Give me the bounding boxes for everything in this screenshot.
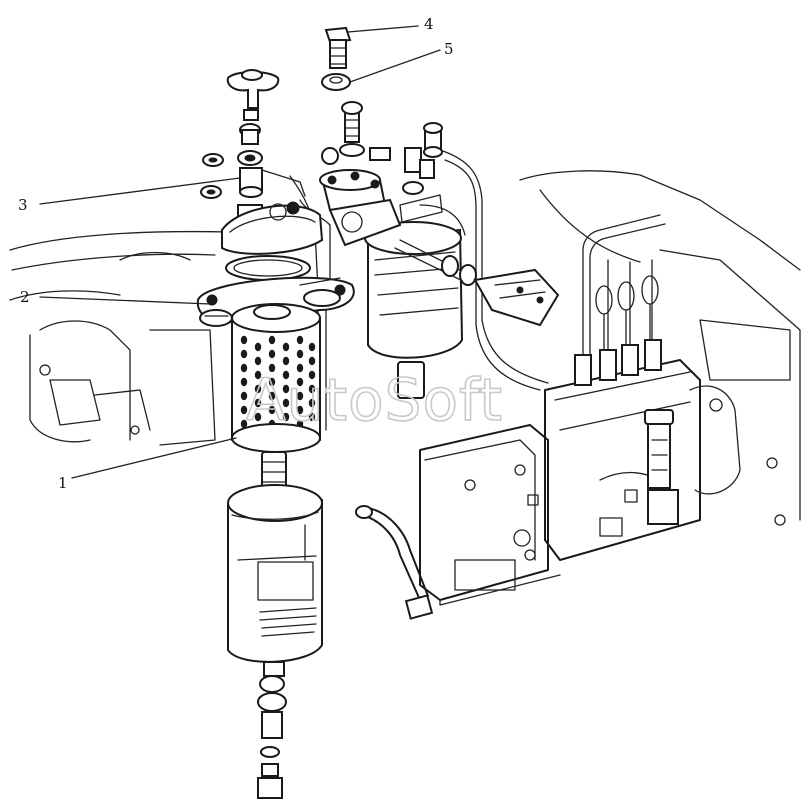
perforation-hole (308, 356, 316, 366)
filter-element-part-1 (231, 303, 321, 453)
filter-perforations (240, 335, 316, 429)
watermark-text: AutoSoft (246, 366, 503, 434)
perforation-hole (240, 405, 248, 415)
perforation-hole (268, 405, 276, 415)
perforation-hole (282, 370, 290, 380)
perforation-hole (240, 391, 248, 401)
perforation-hole (296, 349, 304, 359)
perforation-hole (296, 363, 304, 373)
perforation-hole (254, 342, 262, 352)
perforation-hole (308, 370, 316, 380)
perforation-hole (268, 377, 276, 387)
perforation-hole (254, 398, 262, 408)
perforation-hole (296, 335, 304, 345)
bolt-part-4 (324, 26, 352, 69)
perforation-hole (268, 349, 276, 359)
perforation-hole (296, 377, 304, 387)
perforation-hole (282, 412, 290, 422)
fuel-return-pipe (355, 505, 434, 620)
perforation-hole (268, 335, 276, 345)
perforation-hole (308, 398, 316, 408)
perforation-hole (308, 412, 316, 422)
perforation-hole (296, 391, 304, 401)
callout-label-3: 3 (18, 196, 28, 214)
injection-pump (419, 170, 801, 606)
perforation-hole (240, 377, 248, 387)
engine-housing-left (9, 230, 261, 446)
filter-housing-right (319, 101, 560, 399)
washer-part-5 (321, 73, 351, 91)
filter-canister-lower (227, 451, 323, 799)
callout-label-1: 1 (58, 474, 68, 492)
perforation-hole (254, 412, 262, 422)
callout-label-2: 2 (20, 288, 30, 306)
perforation-hole (240, 335, 248, 345)
perforation-hole (308, 384, 316, 394)
filter-head-cover (221, 201, 324, 281)
perforation-hole (240, 349, 248, 359)
perforation-hole (282, 398, 290, 408)
perforation-hole (268, 391, 276, 401)
perforation-hole (254, 384, 262, 394)
perforation-hole (240, 419, 248, 429)
callout-leaders (39, 25, 441, 479)
perforation-hole (254, 370, 262, 380)
perforation-hole (240, 363, 248, 373)
perforation-hole (282, 342, 290, 352)
callout-label-4: 4 (424, 15, 434, 33)
callout-label-5: 5 (444, 40, 454, 58)
perforation-hole (308, 342, 316, 352)
filter-top-hardware (200, 69, 306, 226)
perforation-hole (282, 384, 290, 394)
perforation-hole (282, 356, 290, 366)
perforation-hole (296, 405, 304, 415)
perforation-hole (254, 356, 262, 366)
perforation-hole (268, 363, 276, 373)
